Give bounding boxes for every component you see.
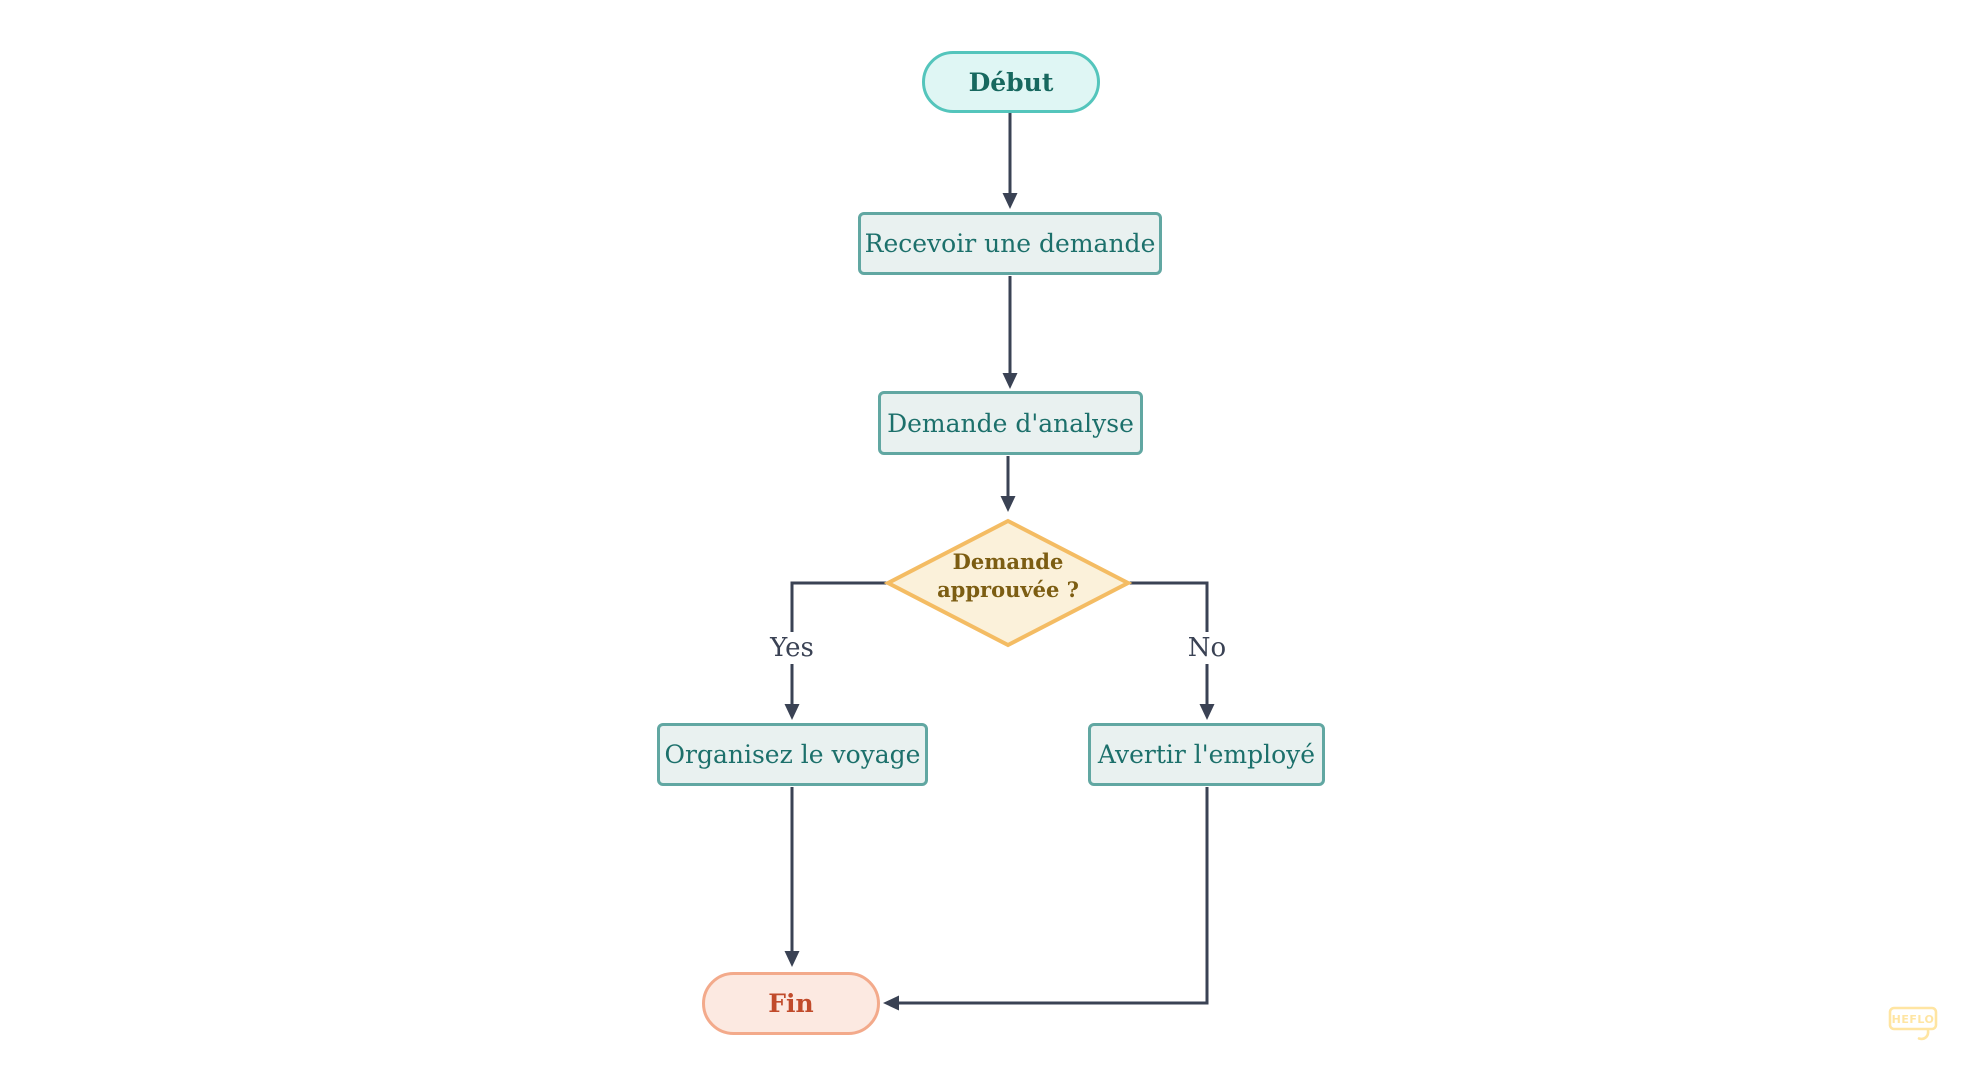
speech-bubble-icon: [1888, 1006, 1938, 1031]
speech-bubble-tail-icon: [1917, 1028, 1930, 1041]
connector-decision-notify: [1127, 581, 1215, 720]
connector-receive-analyze: [1002, 276, 1018, 389]
heflo-watermark-logo[interactable]: HEFLO: [1888, 1006, 1944, 1044]
node-analyze-request[interactable]: Demande d'analyse: [878, 391, 1143, 455]
decision-diamond-shape[interactable]: [883, 518, 1133, 648]
arrowhead-down-icon: [784, 951, 800, 967]
node-receive-request-label: Recevoir une demande: [864, 229, 1156, 258]
heflo-watermark-text: HEFLO: [1892, 1013, 1935, 1026]
arrowhead-down-icon: [1000, 496, 1016, 512]
node-start-label: Début: [968, 67, 1054, 97]
node-end[interactable]: Fin: [702, 972, 880, 1035]
connector-decision-organize: [784, 581, 890, 720]
connector-organize-end: [784, 787, 800, 967]
node-receive-request[interactable]: Recevoir une demande: [858, 212, 1162, 275]
node-notify-employee[interactable]: Avertir l'employé: [1088, 723, 1325, 786]
decision-label: Demande approuvée ?: [937, 549, 1079, 602]
connector-start-receive: [1002, 113, 1018, 209]
node-notify-employee-label: Avertir l'employé: [1097, 740, 1316, 769]
connector-notify-end: [883, 787, 1209, 1011]
node-analyze-request-label: Demande d'analyse: [887, 408, 1134, 438]
arrowhead-left-icon: [883, 995, 899, 1011]
node-organize-trip-label: Organisez le voyage: [664, 740, 921, 769]
arrowhead-down-icon: [1002, 193, 1018, 209]
edge-label-yes: Yes: [762, 632, 822, 664]
node-end-label: Fin: [768, 989, 814, 1018]
arrowhead-down-icon: [1199, 704, 1215, 720]
arrowhead-down-icon: [784, 704, 800, 720]
node-start[interactable]: Début: [922, 51, 1100, 113]
node-organize-trip[interactable]: Organisez le voyage: [657, 723, 928, 786]
connector-analyze-decision: [1000, 456, 1016, 512]
arrowhead-down-icon: [1002, 373, 1018, 389]
edge-label-no: No: [1179, 632, 1235, 664]
